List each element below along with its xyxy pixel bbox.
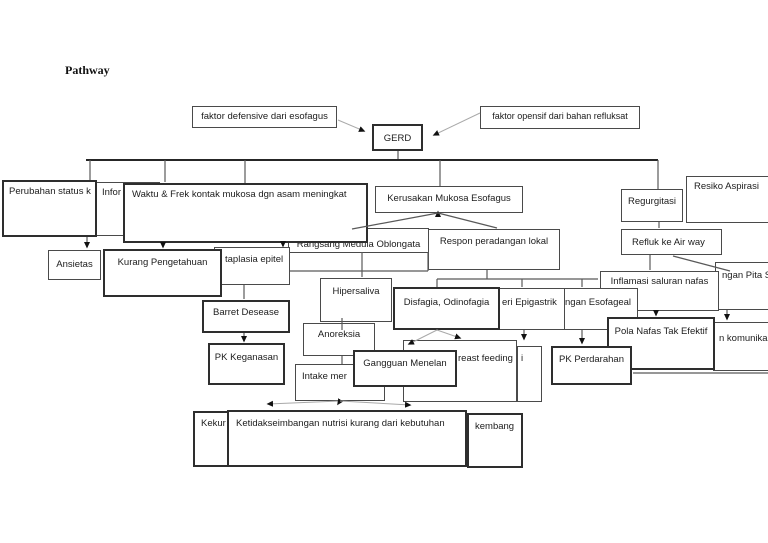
node-faktor-opensif: faktor opensif dari bahan refluksat: [480, 106, 640, 129]
node-ansietas: Ansietas: [48, 250, 101, 280]
node-resiko-aspirasi: Resiko Aspirasi: [686, 176, 768, 223]
node-kerusakan-mukosa: Kerusakan Mukosa Esofagus: [375, 186, 523, 213]
node-kurang-pengetahuan: Kurang Pengetahuan: [103, 249, 222, 297]
node-pk-keganasan: PK Keganasan: [208, 343, 285, 385]
node-komunikasi: n komunika: [713, 322, 768, 371]
node-perubahan-status: Perubahan status k: [2, 180, 97, 237]
node-tumbuh-kembang: kembang: [467, 413, 523, 468]
node-pk-perdarahan: PK Perdarahan: [551, 346, 632, 385]
node-taplasia-epitel: taplasia epitel: [214, 247, 290, 285]
node-waktu-frek: Waktu & Frek kontak mukosa dgn asam meni…: [123, 183, 368, 243]
node-gangguan-menelan: Gangguan Menelan: [353, 350, 457, 387]
node-respon-peradangan: Respon peradangan lokal: [428, 229, 560, 270]
node-refluk-airway: Refluk ke Air way: [621, 229, 722, 255]
node-barret-desease: Barret Desease: [202, 300, 290, 333]
node-hipersaliva: Hipersaliva: [320, 278, 392, 322]
node-regurgitasi: Regurgitasi: [621, 189, 683, 222]
node-clipped-i: i: [517, 346, 542, 402]
node-ketidakseimbangan-nutrisi: Ketidakseimbangan nutrisi kurang dari ke…: [227, 410, 467, 467]
node-disfagia-odinofagia: Disfagia, Odinofagia: [393, 287, 500, 330]
page-title: Pathway: [65, 63, 110, 77]
node-gangguan-pita-suara: ngan Pita S: [715, 262, 768, 310]
node-nyeri-epigastrik: eri Epigastrik: [493, 288, 565, 330]
node-faktor-defensive: faktor defensive dari esofagus: [192, 106, 337, 128]
node-gerd: GERD: [372, 124, 423, 151]
